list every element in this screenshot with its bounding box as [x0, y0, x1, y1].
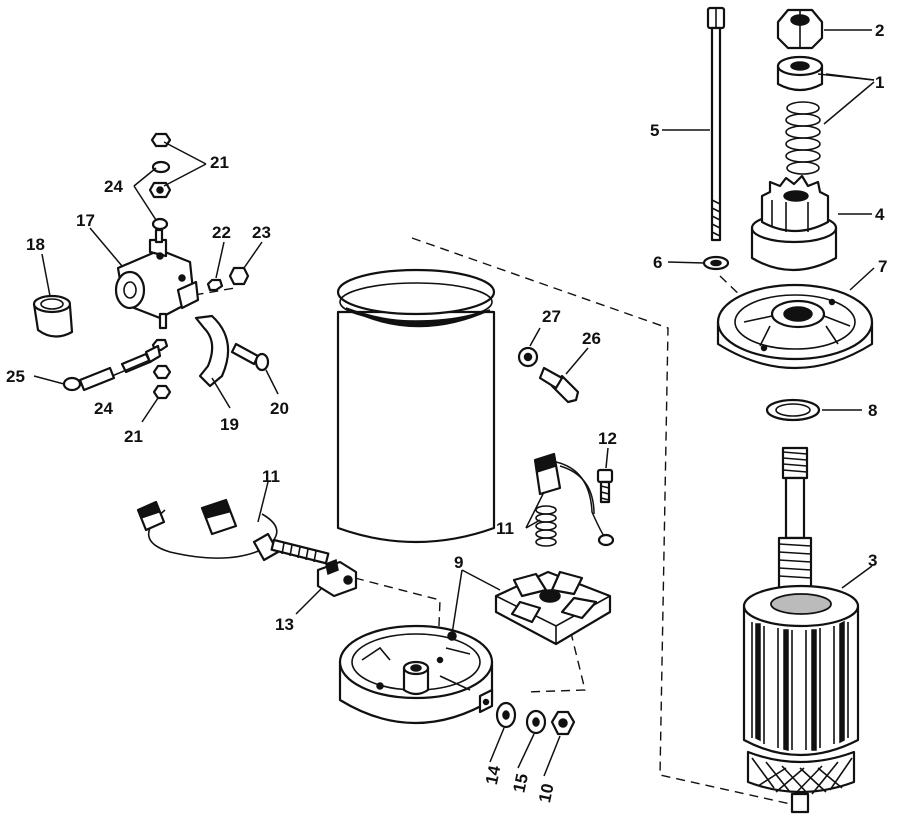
cover-boot-18	[32, 294, 74, 338]
drive-end-cap	[716, 283, 874, 370]
callout-13: 13	[275, 615, 294, 634]
solenoid-17	[114, 228, 200, 330]
callout-21-bottom: 21	[124, 427, 143, 446]
callout-14: 14	[482, 763, 505, 786]
through-bolt	[706, 6, 726, 242]
callout-5: 5	[650, 121, 659, 140]
pinion-drive-gear	[750, 174, 838, 272]
cable-25	[62, 344, 162, 392]
callout-25: 25	[6, 367, 25, 386]
brush-holder	[494, 570, 612, 646]
callout-22: 22	[212, 223, 231, 242]
washer-15	[525, 709, 547, 735]
brush-screw-12	[596, 468, 614, 504]
armature-thrust-washer	[765, 398, 821, 422]
thrust-washer	[702, 255, 730, 271]
callout-4: 4	[875, 205, 885, 224]
lockwasher-27	[517, 346, 539, 368]
pinion-nut	[776, 8, 824, 50]
terminal-insulator	[316, 558, 358, 598]
washer-14	[495, 701, 517, 729]
callout-11-left: 11	[262, 467, 280, 486]
callout-27: 27	[542, 307, 561, 326]
callout-labels: 1 2 3 4 5 6 7 8 9 10 11 11 12 13 14 15 1…	[6, 21, 887, 804]
mounting-strap-19	[194, 314, 230, 388]
nut-10	[550, 710, 576, 736]
callout-23: 23	[252, 223, 271, 242]
callout-12: 12	[598, 429, 617, 448]
callout-7: 7	[878, 257, 887, 276]
callout-24-bottom: 24	[94, 399, 113, 418]
callout-15: 15	[509, 772, 532, 794]
armature	[742, 446, 860, 814]
brushes-and-spring-ring	[136, 498, 330, 565]
brush-spring	[535, 505, 557, 547]
brush-with-lead	[533, 452, 615, 547]
solenoid-nuts-and-washers	[148, 132, 250, 400]
callout-6: 6	[653, 253, 662, 272]
callout-9: 9	[454, 553, 463, 572]
leader-lines	[33, 29, 875, 777]
callout-2: 2	[875, 21, 884, 40]
callout-1: 1	[875, 73, 884, 92]
callout-8: 8	[868, 401, 877, 420]
callout-11-right: 11	[496, 519, 514, 538]
callout-3: 3	[868, 551, 877, 570]
callout-21-top: 21	[210, 153, 229, 172]
starter-frame	[336, 268, 496, 544]
callout-20: 20	[270, 399, 289, 418]
callout-17: 17	[76, 211, 95, 230]
commutator-end-cap	[338, 624, 494, 725]
callout-18: 18	[26, 235, 45, 254]
strap-screw-20	[230, 342, 270, 372]
callout-24-top: 24	[104, 177, 123, 196]
terminal-screw-26	[538, 366, 580, 404]
callout-19: 19	[220, 415, 239, 434]
anti-drift-spring	[785, 101, 821, 175]
pinion-stop-sleeve	[776, 55, 824, 92]
callout-26: 26	[582, 329, 601, 348]
callout-10: 10	[535, 782, 558, 804]
